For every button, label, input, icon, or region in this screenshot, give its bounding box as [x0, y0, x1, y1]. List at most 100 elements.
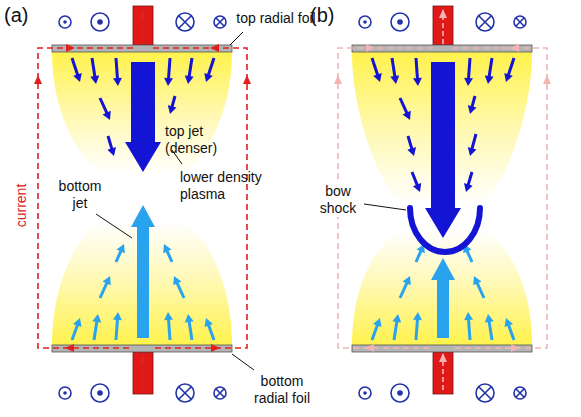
current-arrowhead [543, 75, 551, 84]
current-label: current [13, 183, 30, 227]
plasma-flow-arrow [205, 318, 216, 341]
field-symbol [59, 387, 71, 399]
current-arrowhead [439, 353, 447, 362]
field-dot [363, 391, 367, 395]
current-arrowhead [139, 9, 147, 18]
leader-line [96, 214, 132, 238]
field-symbol [476, 13, 494, 31]
field-cross [516, 389, 524, 397]
plasma-flow-arrow [113, 58, 122, 86]
plasma-flow-arrow [473, 276, 485, 299]
part-label: bow shock [316, 183, 360, 217]
field-symbol [91, 384, 109, 402]
plasma-flow-arrow [399, 97, 411, 120]
field-symbol [214, 387, 226, 399]
plasma-flow-arrow [115, 244, 125, 263]
panel-b [334, 6, 551, 402]
field-cross [179, 387, 192, 400]
plasma-flow-arrow [464, 172, 473, 192]
plasma-flow-arrow [99, 97, 111, 120]
field-dot [397, 390, 403, 396]
field-cross [516, 18, 524, 26]
current-arrowhead [439, 9, 447, 18]
field-symbol [91, 13, 109, 31]
plasma-flow-arrow [413, 312, 422, 340]
current-arrowhead [511, 344, 520, 352]
current-arrowhead [366, 44, 375, 52]
current-arrowhead [65, 344, 74, 352]
plasma-flow-arrow [413, 58, 422, 86]
field-symbol [359, 16, 371, 28]
current-arrowhead [365, 344, 374, 352]
field-symbol [176, 384, 194, 402]
plasma-flow-arrow [399, 276, 411, 299]
plasma-flow-arrow [464, 58, 473, 86]
bottom-jet-arrow [131, 205, 155, 338]
plasma-flow-arrow [185, 314, 194, 340]
plasma-flow-arrow [392, 314, 401, 340]
current-arrowhead [66, 44, 75, 52]
field-symbol [476, 384, 494, 402]
part-label: bottom radial foil [242, 373, 322, 407]
plasma-flow-arrow [168, 96, 177, 114]
current-arrowhead [243, 75, 251, 84]
part-label: top jet (denser) [165, 123, 227, 157]
plasma-flow-arrow [71, 318, 82, 341]
top-jet-arrow [425, 62, 461, 238]
plasma-flow-arrow [164, 58, 173, 86]
plasma-flow-arrow [415, 244, 425, 263]
plasma-flow-arrow [92, 314, 101, 340]
current-arrowhead [510, 44, 519, 52]
current-arrowhead [210, 44, 219, 52]
field-cross [479, 387, 492, 400]
plasma-flow-arrow [71, 58, 82, 82]
field-symbol [214, 16, 226, 28]
panel-a [34, 6, 251, 402]
plasma-flow-arrow [505, 318, 516, 341]
field-cross [216, 389, 224, 397]
plasma-flow-arrow [485, 58, 494, 84]
field-dot [397, 19, 403, 25]
part-label: bottom jet [54, 178, 106, 212]
field-symbol [176, 13, 194, 31]
leader-line [232, 354, 254, 370]
field-dot [97, 390, 103, 396]
bottom-jet-arrow [431, 258, 455, 338]
plasma-flow-arrow [371, 58, 382, 82]
field-symbol [391, 384, 409, 402]
field-cross [479, 16, 492, 29]
plasma-bottom [352, 230, 532, 345]
current-arrowhead [334, 75, 342, 84]
plasma-flow-arrow [113, 312, 122, 340]
leader-line [364, 204, 406, 210]
field-cross [179, 16, 192, 29]
current-arrowhead [211, 344, 220, 352]
plasma-flow-arrow [90, 58, 99, 84]
plasma-flow-arrow [407, 136, 416, 156]
plasma-flow-arrow [411, 171, 422, 192]
plasma-flow-arrow [164, 312, 173, 340]
plasma-flow-arrow [185, 58, 194, 84]
field-symbol [359, 387, 371, 399]
plasma-flow-arrow [468, 134, 478, 156]
plasma-flow-arrow [504, 58, 515, 82]
bow-shock-arc [410, 208, 480, 252]
field-symbol [391, 13, 409, 31]
current-path [338, 48, 547, 348]
panel-letter: (a) [4, 3, 28, 27]
leader-line [230, 32, 243, 45]
field-cross [216, 18, 224, 26]
plasma-flow-arrow [468, 96, 477, 114]
plasma-flow-arrow [464, 312, 473, 340]
plasma-flow-arrow [371, 318, 382, 341]
field-dot [363, 20, 367, 24]
current-arrowhead [139, 353, 147, 362]
top-jet-arrow [125, 62, 161, 172]
current-arrowhead [34, 75, 42, 84]
plasma-flow-arrow [173, 276, 185, 299]
field-dot [63, 391, 67, 395]
plasma-flow-arrow [390, 58, 399, 84]
field-symbol [59, 16, 71, 28]
plasma-flow-arrow [107, 136, 116, 156]
panel-letter: (b) [310, 3, 334, 27]
